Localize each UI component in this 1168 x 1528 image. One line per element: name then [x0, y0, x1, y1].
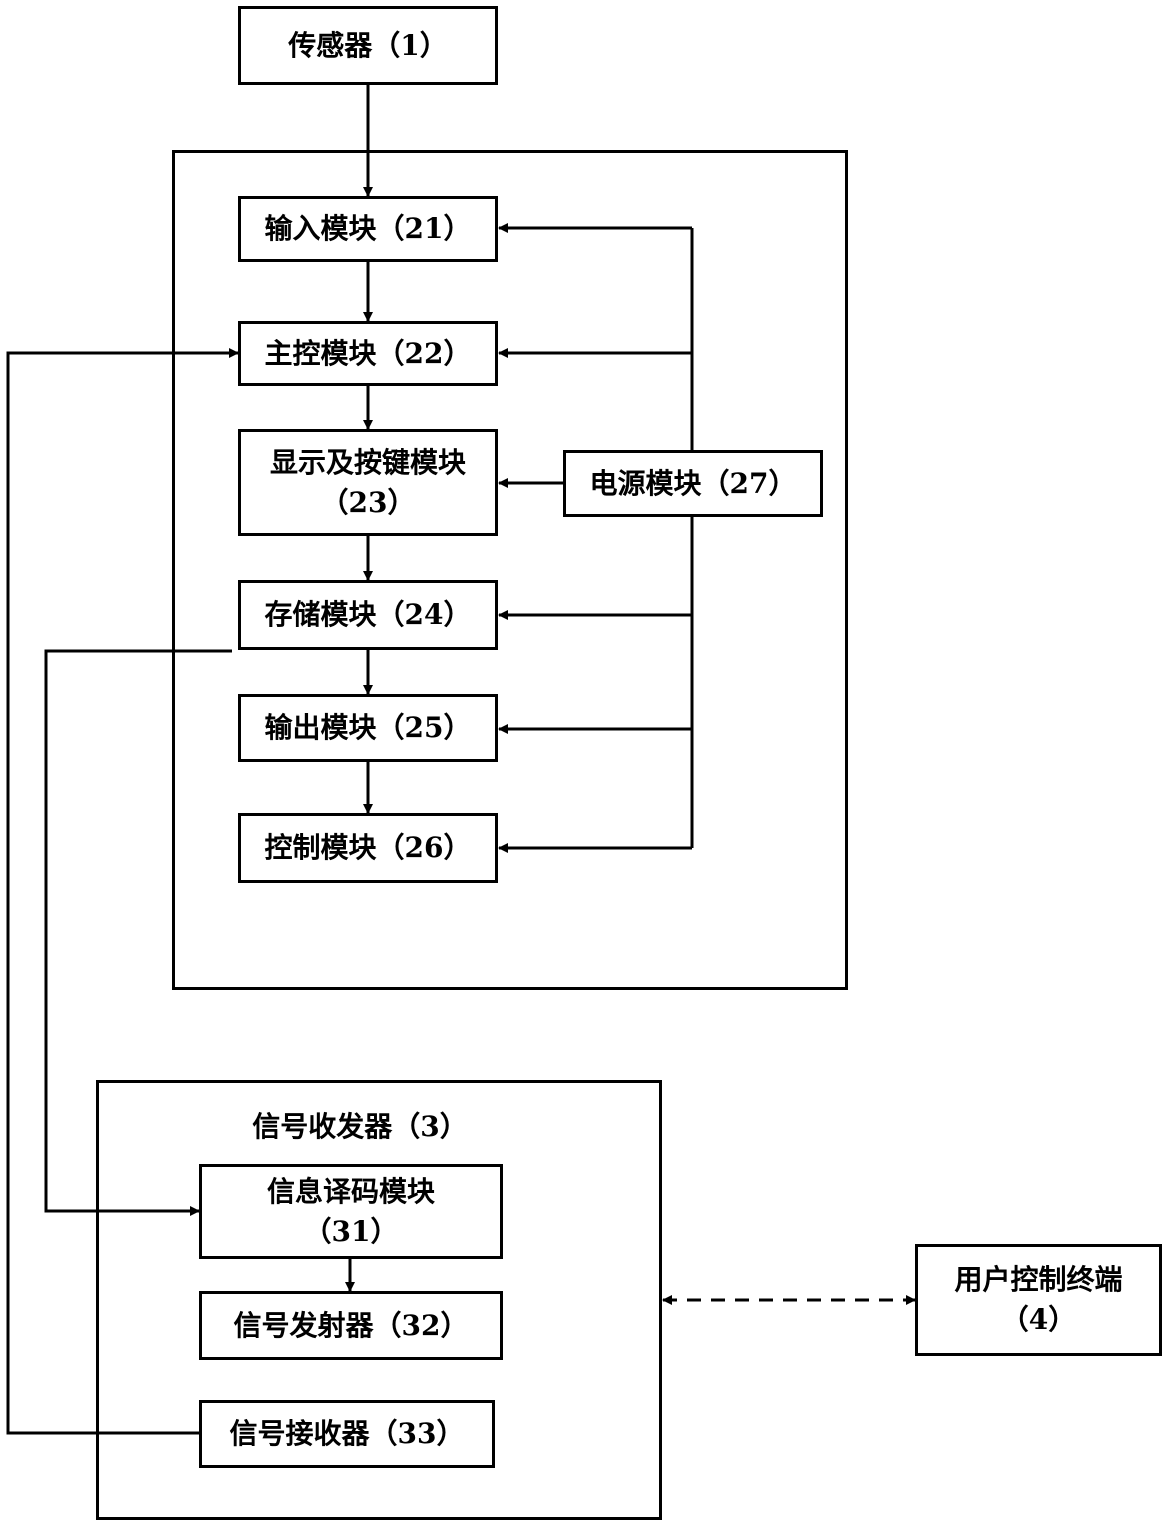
user-terminal-label-line1: 用户控制终端	[954, 1263, 1123, 1296]
user-terminal-box: 用户控制终端 （4）	[915, 1244, 1162, 1356]
transmitter-box: 信号发射器（32）	[199, 1291, 503, 1360]
receiver-box: 信号接收器（33）	[199, 1400, 495, 1468]
storage-module-label: 存储模块（24）	[264, 598, 472, 631]
transmitter-label: 信号发射器（32）	[233, 1308, 469, 1342]
display-keys-module-box: 显示及按键模块 （23）	[238, 429, 498, 536]
power-module-box: 电源模块（27）	[563, 450, 823, 517]
decoder-module-label-line1: 信息译码模块	[266, 1174, 435, 1208]
controller-frame	[172, 150, 848, 990]
arrow-receiver-to-main	[6, 348, 239, 1435]
decoder-module-label-line2: （31）	[303, 1214, 399, 1248]
display-keys-module-label-line2: （23）	[320, 485, 416, 519]
transceiver-frame	[96, 1080, 662, 1520]
main-control-module-box: 主控模块（22）	[238, 321, 498, 386]
display-keys-module-label-line1: 显示及按键模块	[269, 445, 466, 479]
output-module-label: 输出模块（25）	[264, 711, 472, 744]
input-module-label: 输入模块（21）	[264, 212, 472, 245]
control-module-label: 控制模块（26）	[264, 831, 472, 864]
input-module-box: 输入模块（21）	[238, 196, 498, 262]
main-control-module-label: 主控模块（22）	[264, 336, 472, 370]
arrow-storage-to-decoder	[44, 649, 232, 1216]
decoder-module-box: 信息译码模块 （31）	[199, 1164, 503, 1259]
storage-module-box: 存储模块（24）	[238, 580, 498, 650]
receiver-label: 信号接收器（33）	[229, 1417, 465, 1450]
output-module-box: 输出模块（25）	[238, 694, 498, 762]
sensor-box: 传感器（1）	[238, 6, 498, 85]
user-terminal-label-line2: （4）	[1000, 1303, 1077, 1336]
power-module-label: 电源模块（27）	[589, 466, 797, 500]
sensor-label: 传感器（1）	[288, 28, 448, 62]
transceiver-title: 信号收发器（3）	[252, 1110, 468, 1143]
control-module-box: 控制模块（26）	[238, 813, 498, 883]
